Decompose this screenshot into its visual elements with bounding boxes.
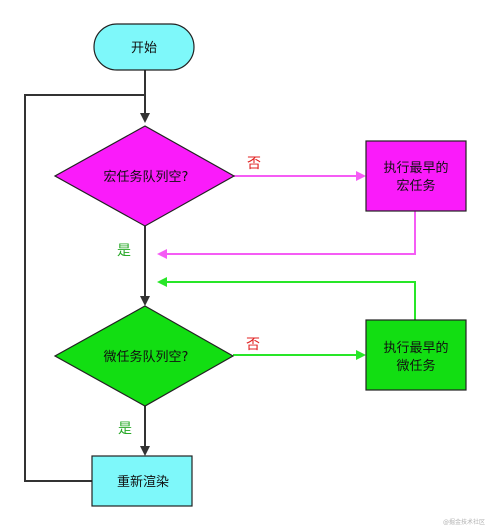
edge-macro-exec-return — [157, 211, 416, 259]
macro-exec-label-line2: 宏任务 — [396, 178, 435, 194]
micro-exec-shape — [365, 319, 467, 391]
edge-micro-exec-return — [157, 277, 416, 320]
render-label: 重新渲染 — [117, 474, 169, 490]
macro-no-label: 否 — [247, 156, 261, 172]
macro-queue-decision: 宏任务队列空? — [53, 125, 236, 227]
micro-decision-shape — [53, 305, 235, 407]
macro-exec-label-line1: 执行最早的 — [383, 160, 448, 176]
macro-decision-shape — [53, 125, 236, 227]
macro-decision-label: 宏任务队列空? — [104, 169, 189, 185]
micro-decision-label: 微任务队列空? — [104, 349, 189, 365]
macro-exec-node: 执行最早的 宏任务 — [365, 140, 467, 212]
start-shape — [93, 23, 195, 71]
micro-exec-node: 执行最早的 微任务 — [365, 319, 467, 391]
micro-yes-label: 是 — [118, 421, 132, 437]
macro-exec-shape — [365, 140, 467, 212]
macro-yes-label: 是 — [117, 243, 131, 259]
start-node: 开始 — [93, 23, 195, 71]
edge-render-loop-back — [24, 94, 145, 482]
render-shape — [91, 455, 193, 507]
micro-no-label: 否 — [246, 337, 260, 353]
micro-exec-label-line2: 微任务 — [396, 358, 435, 374]
micro-exec-label-line1: 执行最早的 — [383, 340, 448, 356]
micro-queue-decision: 微任务队列空? — [53, 305, 235, 407]
watermark: @掘金技术社区 — [443, 518, 485, 526]
start-label: 开始 — [131, 41, 157, 56]
render-node: 重新渲染 — [91, 455, 193, 507]
